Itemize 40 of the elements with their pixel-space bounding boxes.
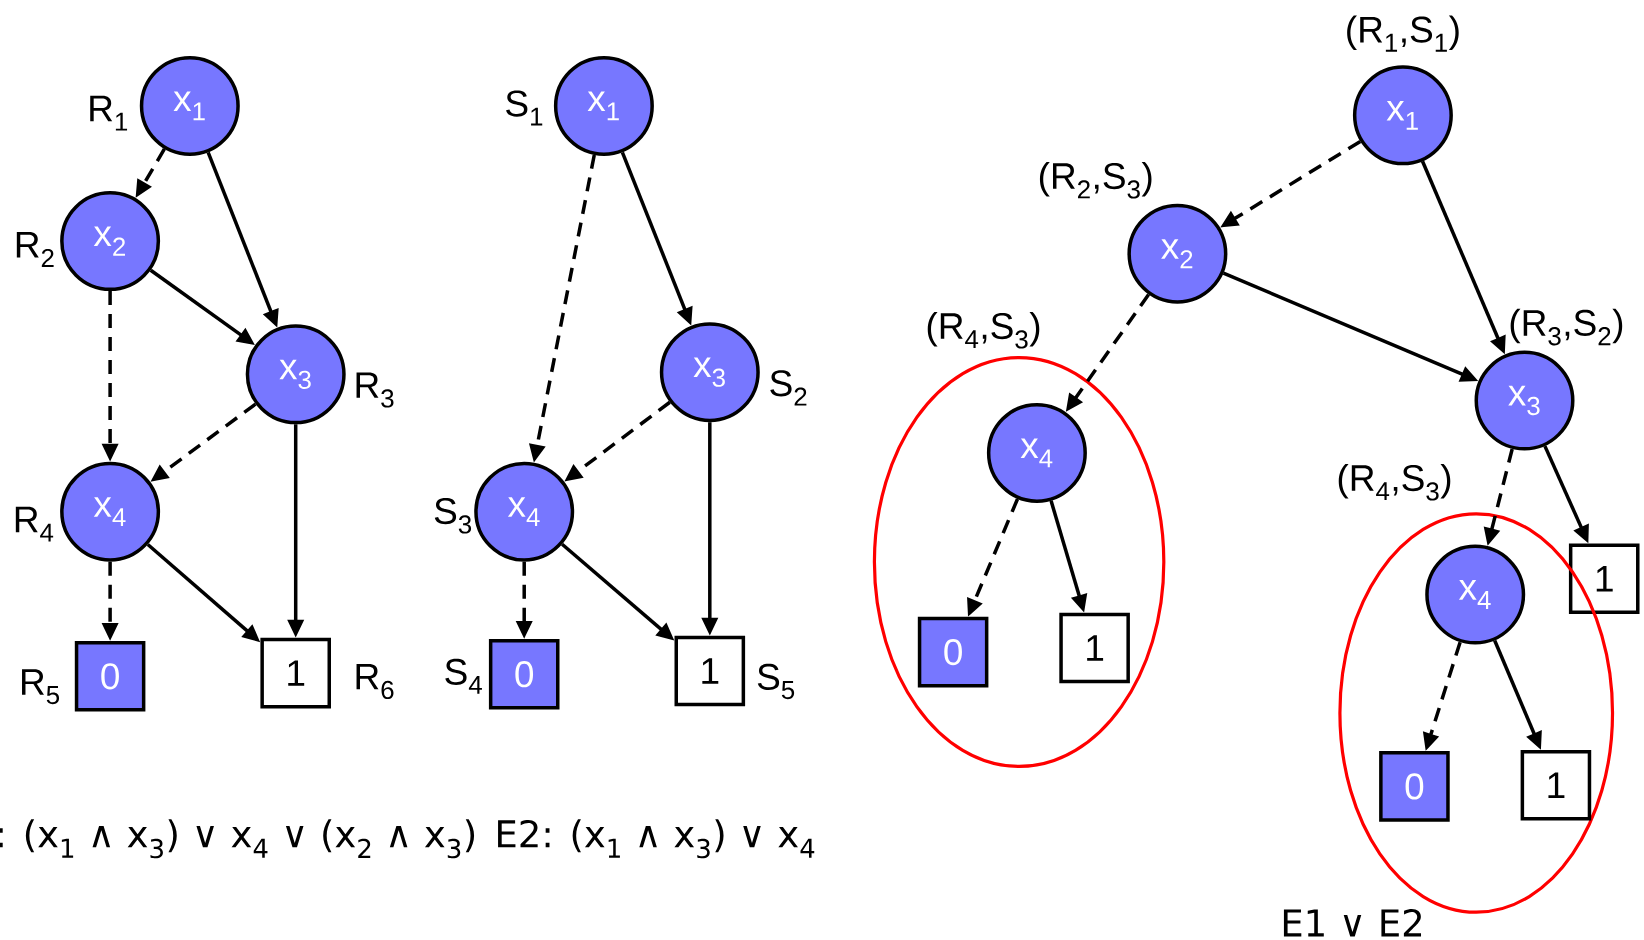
node-label: R$_{3}$: [352, 371, 397, 409]
node-label: (R$_{3}$,S$_{2}$): [1507, 307, 1626, 347]
terminal-box: 0: [488, 638, 560, 710]
highlight-ellipse: [872, 355, 1166, 769]
variable-node: x$_{4}$: [474, 461, 575, 562]
node-label: S$_{1}$: [503, 89, 545, 127]
variable-node: x$_{4}$: [60, 461, 161, 562]
variable-node: x$_{3}$: [1474, 350, 1575, 451]
terminal-box: 1: [260, 637, 331, 709]
node-label: S$_{4}$: [442, 657, 485, 695]
terminal-box: 1: [1520, 750, 1592, 821]
node-label: (R$_{1}$,S$_{1}$): [1343, 14, 1462, 53]
node-label: S$_{5}$: [755, 662, 797, 701]
node-label: R$_{1}$: [86, 94, 130, 132]
terminal-box: 1: [1059, 612, 1130, 684]
variable-node: x$_{1}$: [553, 55, 654, 156]
node-label: (R$_{4}$,S$_{3}$): [924, 311, 1043, 350]
terminal-box: 0: [1379, 751, 1450, 822]
node-label: R$_{5}$: [18, 668, 62, 706]
variable-node: x$_{2}$: [1127, 203, 1228, 304]
terminal-box: 1: [674, 635, 746, 707]
variable-node: x$_{3}$: [659, 322, 760, 423]
node-label: (R$_{2}$,S$_{3}$): [1036, 161, 1155, 200]
variable-node: x$_{2}$: [60, 191, 161, 292]
variable-node: x$_{1}$: [1352, 65, 1453, 166]
variable-node: x$_{4}$: [986, 402, 1087, 503]
formula-text: E2: (x$_{1}$ ∧ x$_{3}$) ∨ x$_{4}$: [498, 819, 815, 859]
node-label: R$_{6}$: [352, 662, 397, 701]
terminal-box: 0: [74, 641, 146, 712]
node-label: S$_{3}$: [432, 497, 474, 535]
variable-node: x$_{4}$: [1425, 544, 1526, 645]
variable-node: x$_{3}$: [245, 324, 346, 425]
node-label: R$_{4}$: [11, 505, 56, 543]
variable-node: x$_{1}$: [139, 55, 240, 156]
node-label: R$_{2}$: [12, 231, 57, 268]
terminal-box: 1: [1568, 543, 1640, 615]
formula-text: E1 ∨ E2: [1283, 909, 1421, 937]
node-label: (R$_{4}$,S$_{3}$): [1335, 463, 1454, 502]
terminal-box: 0: [917, 616, 989, 688]
node-label: S$_{2}$: [767, 369, 810, 407]
